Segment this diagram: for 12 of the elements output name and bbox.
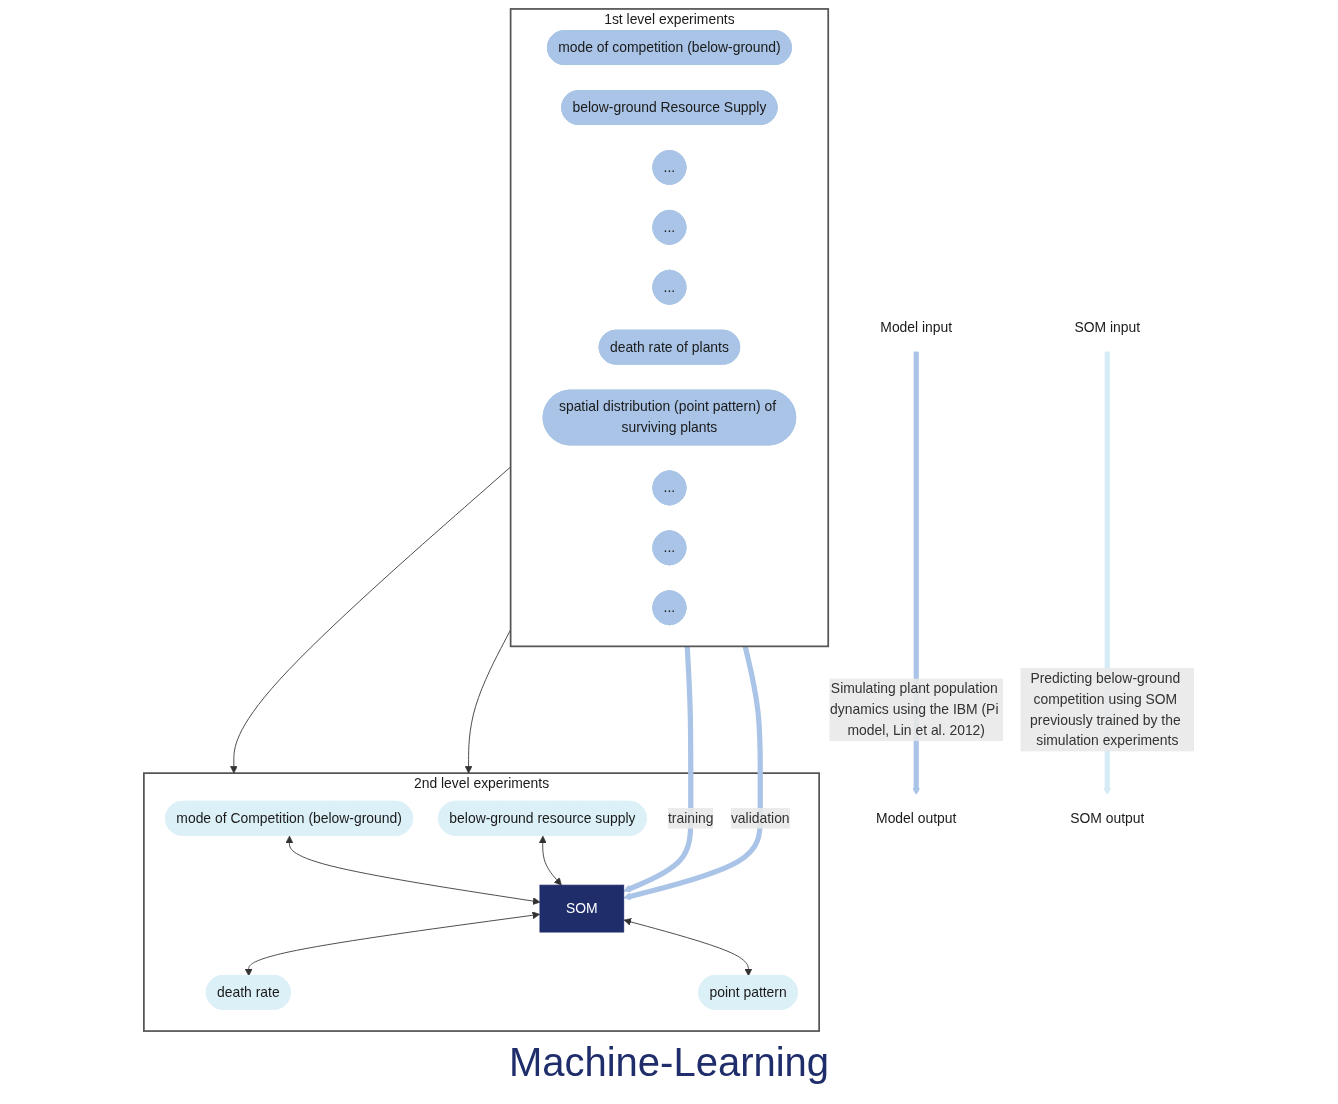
edge-label: training	[667, 810, 714, 826]
edge-label: validation	[730, 810, 790, 826]
node-text: Model output	[876, 810, 957, 826]
node-text: SOM output	[1070, 810, 1145, 826]
arrow	[623, 645, 763, 900]
edge-label: Simulating plant population dynamics using the IBM (Pi model, Lin et al. 2012)	[830, 681, 999, 738]
node-text: SOM input	[1074, 319, 1141, 335]
node-box: SOM	[539, 884, 625, 933]
diagram-label: Machine-Learning	[508, 1040, 830, 1084]
edge-label: Predicting below-ground competition using SOM previously trained by the simulation experiments	[1030, 670, 1181, 748]
arrow	[623, 646, 694, 893]
node-text: Model input	[880, 319, 953, 335]
